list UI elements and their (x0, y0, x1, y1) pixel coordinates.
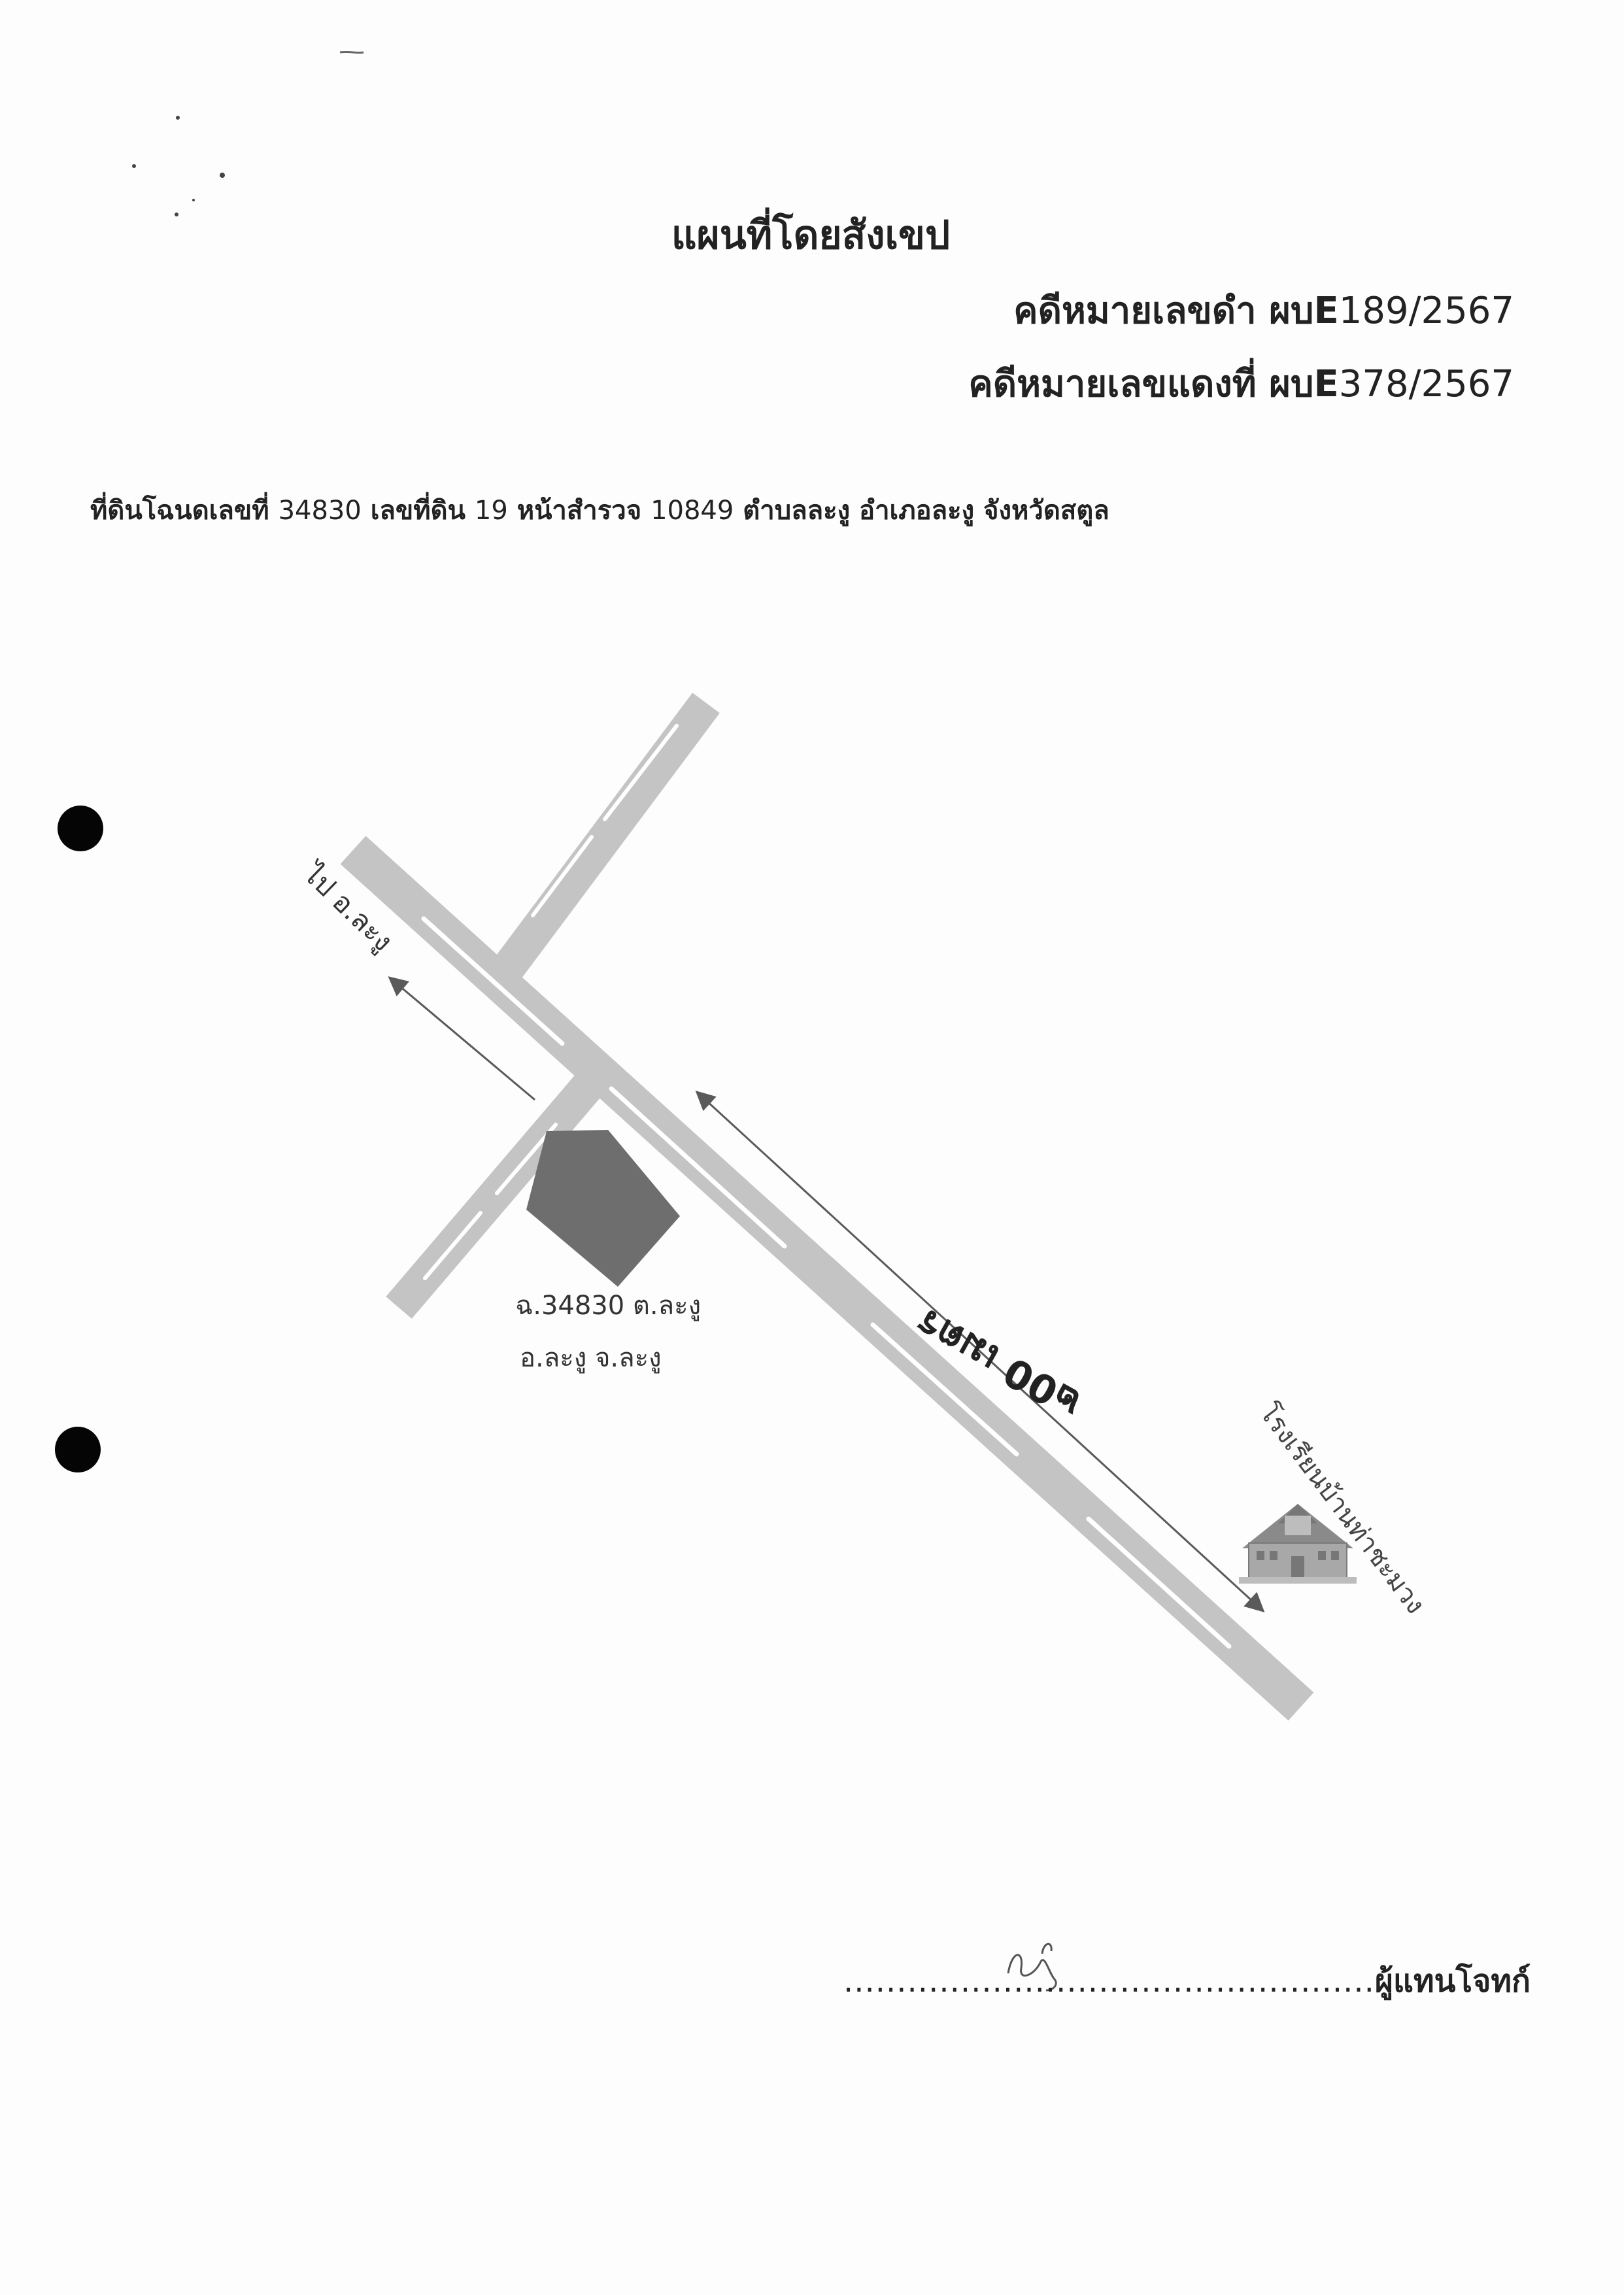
signature-dots-left: ............................ (843, 1963, 1142, 1999)
land-number: 19 (474, 496, 508, 526)
parcel-label-line2: อ.ละงู จ.ละงู (520, 1343, 662, 1373)
land-desc-part2: เลขที่ดิน (361, 496, 475, 526)
punch-hole-icon (55, 1427, 101, 1472)
school-building-icon (1239, 1504, 1357, 1584)
black-case-number: คดีหมายเลขดำ ผบE189/2567 (1013, 281, 1514, 339)
signature-scribble (1007, 1943, 1057, 1992)
land-parcel (526, 1130, 680, 1287)
deed-number: 34830 (278, 496, 362, 526)
red-case-number: คดีหมายเลขแดงที่ ผบE378/2567 (968, 354, 1514, 413)
land-desc-part4: ตำบลละงู อำเภอละงู จังหวัดสตูล (734, 496, 1109, 526)
survey-page-number: 10849 (651, 496, 734, 526)
branch-road-northeast (490, 692, 720, 985)
signature-line: ........................................… (843, 1956, 1531, 2006)
school-label: โรงเรียนบ้านท่าชะมวง (1253, 1398, 1430, 1620)
signature-dots-right: ...................... (1141, 1963, 1375, 1999)
signature-role: ผู้แทนโจทก์ (1374, 1963, 1531, 1999)
parcel-label-line1: ฉ.34830 ต.ละงู (515, 1291, 701, 1321)
land-desc-part1: ที่ดินโฉนดเลขที่ (90, 496, 279, 526)
land-description: ที่ดินโฉนดเลขที่ 34830 เลขที่ดิน 19 หน้า… (90, 489, 1109, 531)
distance-arrow (695, 1090, 1265, 1613)
black-case-value: 189/2567 (1338, 290, 1514, 332)
punch-hole-icon (58, 806, 103, 851)
page-title: แผนที่โดยสังเขป (671, 212, 951, 258)
red-case-value: 378/2567 (1338, 363, 1514, 405)
direction-arrow (388, 976, 535, 1101)
land-desc-part3: หน้าสำรวจ (507, 496, 651, 526)
main-road (340, 836, 1314, 1721)
black-case-label: คดีหมายเลขดำ ผบE (1013, 290, 1339, 332)
red-case-label: คดีหมายเลขแดงที่ ผบE (968, 363, 1339, 405)
